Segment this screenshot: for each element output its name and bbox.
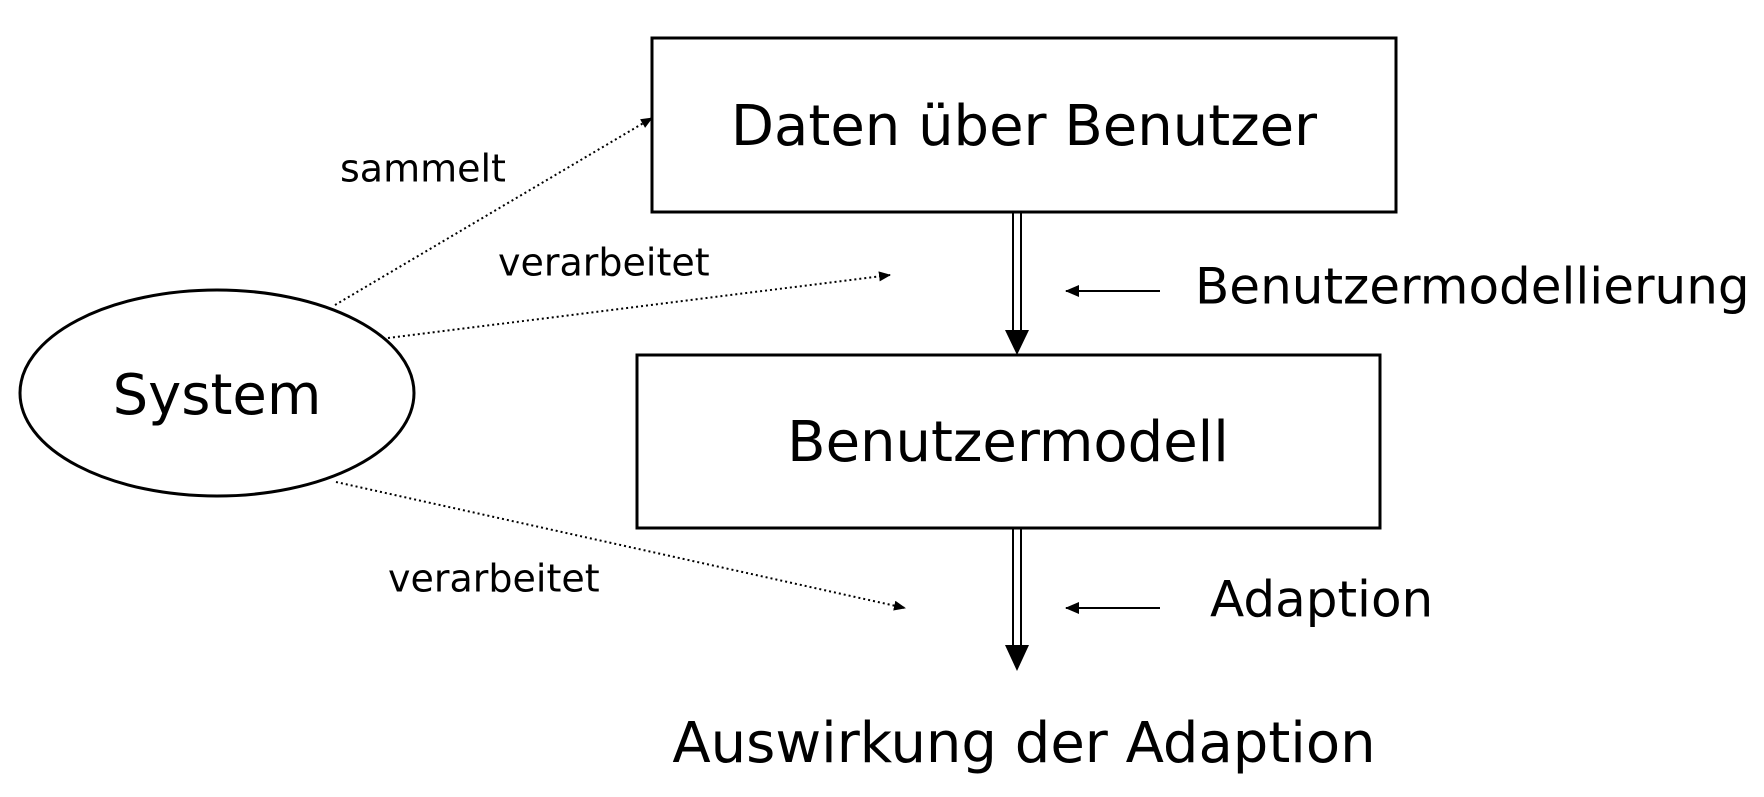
verarbeitet-daten-arrow — [387, 271, 891, 339]
daten-node: Daten über Benutzer — [650, 36, 1398, 214]
system-label: System — [113, 363, 322, 428]
auswirkung-label: Auswirkung der Adaption — [672, 711, 1375, 776]
modellierung-label: Benutzermodellierung — [1195, 258, 1750, 316]
verarbeitet-daten-label: verarbeitet — [498, 241, 710, 285]
modell-label: Benutzermodell — [787, 410, 1229, 475]
adaption-label: Adaption — [1210, 571, 1433, 629]
modellierung-arrow — [1005, 212, 1029, 355]
modell-node: Benutzermodell — [635, 353, 1382, 530]
sammelt-label: sammelt — [340, 147, 506, 191]
daten-label: Daten über Benutzer — [731, 94, 1318, 159]
system-node: System — [18, 288, 416, 498]
sammelt-arrow — [334, 117, 653, 306]
adaption-arrow — [1005, 528, 1029, 671]
verarbeitet-modell-label: verarbeitet — [388, 557, 600, 601]
verarbeitet-modell-arrow — [335, 481, 906, 611]
